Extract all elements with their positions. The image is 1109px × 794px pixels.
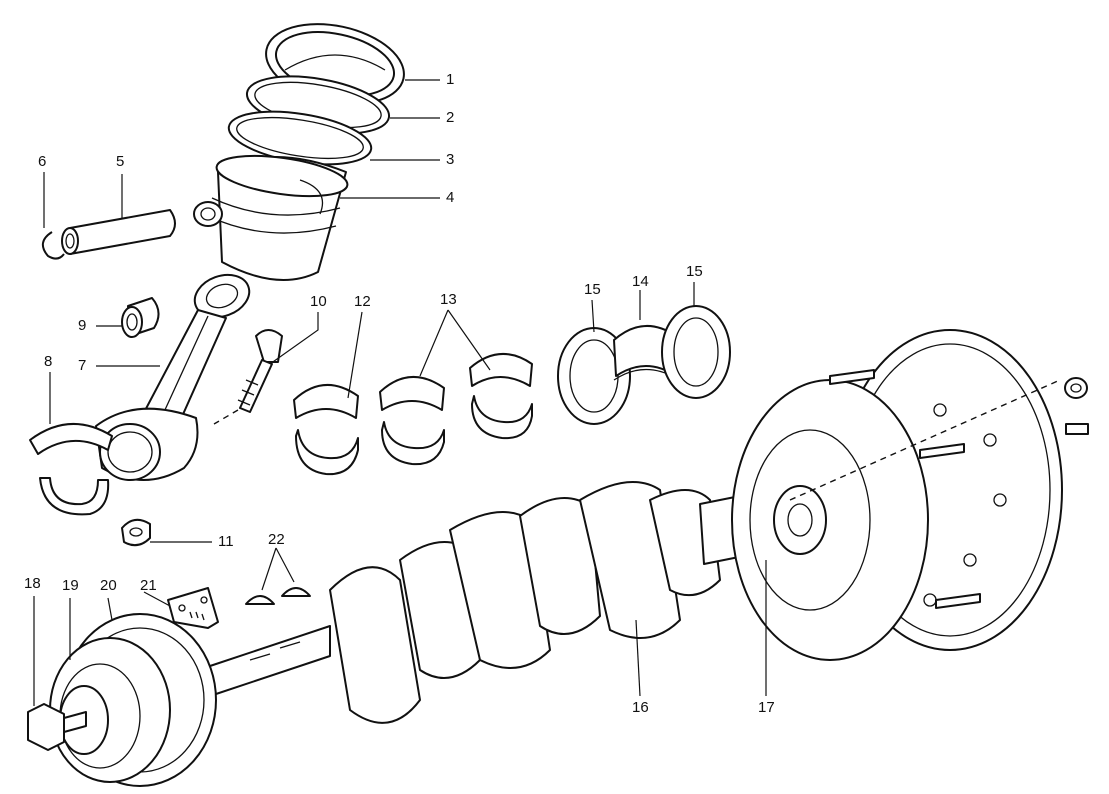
key-icon — [245, 587, 311, 605]
callout-6: 6 — [38, 153, 47, 170]
flywheel-icon — [731, 329, 1063, 661]
circlip-icon — [41, 231, 65, 260]
nut-icon — [121, 518, 151, 547]
dowel-icon — [1065, 423, 1089, 435]
bearing-shell-icon — [29, 423, 113, 516]
piston-ring-icon — [227, 110, 373, 166]
crankshaft-icon — [209, 481, 755, 724]
callout-20: 20 — [100, 577, 117, 594]
callout-1: 1 — [446, 71, 455, 88]
callout-9: 9 — [78, 317, 87, 334]
callout-16: 16 — [632, 699, 649, 716]
callout-17: 17 — [758, 699, 775, 716]
bearing-shell-icon — [379, 375, 445, 466]
callout-19: 19 — [62, 577, 79, 594]
nut-icon — [1064, 377, 1088, 399]
bolt-icon — [27, 703, 87, 751]
bushing-icon — [121, 297, 160, 338]
callout-15-left: 15 — [584, 281, 601, 298]
callout-4: 4 — [446, 189, 455, 206]
callout-7: 7 — [78, 357, 87, 374]
bearing-shell-icon — [293, 383, 359, 476]
callout-21: 21 — [140, 577, 157, 594]
callout-10: 10 — [310, 293, 327, 310]
callout-8: 8 — [44, 353, 53, 370]
bearing-shell-icon — [469, 352, 533, 440]
plate-icon — [167, 587, 219, 629]
leader-lines — [33, 79, 767, 706]
thrust-washer-icon — [557, 327, 631, 425]
callout-3: 3 — [446, 151, 455, 168]
callout-15-right: 15 — [686, 263, 703, 280]
piston-pin-icon — [61, 209, 176, 255]
thrust-washer-icon — [661, 305, 731, 399]
callout-13: 13 — [440, 291, 457, 308]
bolt-icon — [213, 329, 283, 425]
connecting-rod-icon — [95, 273, 251, 481]
callout-14: 14 — [632, 273, 649, 290]
callout-22: 22 — [268, 531, 285, 548]
callout-5: 5 — [116, 153, 125, 170]
callout-2: 2 — [446, 109, 455, 126]
callout-11: 11 — [218, 533, 234, 550]
pulley-icon — [49, 613, 217, 787]
piston-icon — [193, 154, 349, 281]
callout-18: 18 — [24, 575, 41, 592]
callout-12: 12 — [354, 293, 371, 310]
